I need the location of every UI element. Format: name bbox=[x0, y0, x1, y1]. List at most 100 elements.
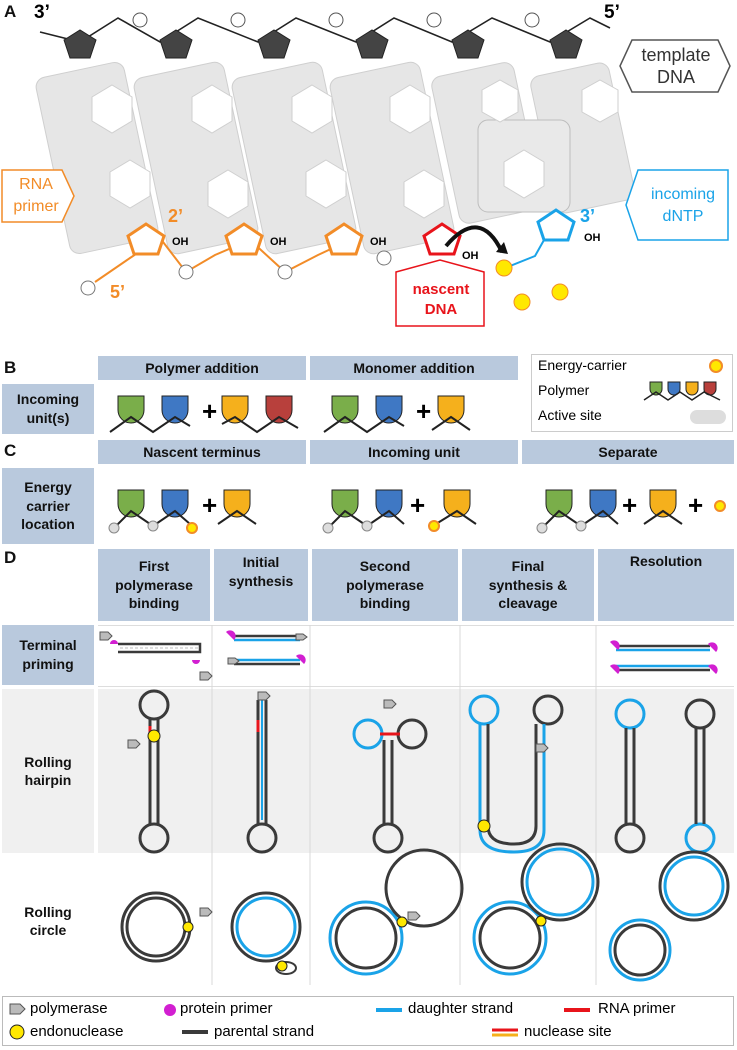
col3-l1: Second bbox=[359, 557, 411, 574]
oh-label-1: OH bbox=[172, 236, 189, 248]
col-second-polymerase-binding: Second polymerase binding bbox=[312, 549, 458, 621]
col-final-synthesis-cleavage: Final synthesis & cleavage bbox=[462, 549, 594, 621]
nascent-sugar bbox=[422, 222, 462, 256]
col3-l2: polymerase bbox=[346, 576, 424, 593]
panel-b-units: + + bbox=[109, 395, 471, 434]
row-incoming-units: Incoming unit(s) bbox=[2, 384, 94, 434]
bottom-legend-icons bbox=[9, 1003, 590, 1040]
col1-l3: binding bbox=[128, 595, 180, 612]
circle-2 bbox=[230, 891, 302, 975]
row-energy-carrier-location: Energy carrier location bbox=[2, 468, 94, 544]
col-incoming-unit: Incoming unit bbox=[310, 440, 518, 464]
legend-parental-strand: parental strand bbox=[214, 1023, 315, 1040]
svg-text:+: + bbox=[202, 490, 217, 520]
circle-3 bbox=[328, 848, 464, 976]
terminal-row-frame bbox=[98, 625, 734, 687]
hairpin-1 bbox=[127, 689, 170, 854]
template-backbone bbox=[39, 17, 611, 43]
nascent-label-box bbox=[395, 259, 485, 327]
attack-arrow bbox=[444, 225, 504, 253]
separate-units: + + bbox=[536, 489, 726, 534]
oh-label-3: OH bbox=[370, 236, 387, 248]
polymer-icon bbox=[643, 381, 721, 401]
endonuclease-icon bbox=[9, 1024, 25, 1040]
circle-1 bbox=[120, 891, 213, 963]
incoming-label-l1: Incoming bbox=[16, 391, 80, 408]
monomer-addition-units: + bbox=[323, 395, 471, 434]
panel-a-diagram bbox=[1, 12, 731, 327]
polymerase-icon bbox=[9, 1003, 26, 1015]
base-ring-glyphs bbox=[91, 79, 619, 219]
col-monomer-addition: Monomer addition bbox=[310, 356, 518, 380]
terminal-priming-1 bbox=[99, 631, 213, 681]
legend-icons bbox=[643, 359, 726, 424]
incoming-3prime: 3’ bbox=[580, 206, 596, 226]
col-separate: Separate bbox=[522, 440, 734, 464]
svg-text:+: + bbox=[410, 490, 425, 520]
hairpin-5 bbox=[614, 698, 716, 854]
circle-4 bbox=[472, 842, 600, 976]
row2-l2: hairpin bbox=[24, 772, 72, 788]
hairpin-2 bbox=[246, 691, 278, 854]
triphosphate bbox=[495, 259, 569, 311]
nascent-terminus-units: + bbox=[108, 489, 257, 534]
svg-text:+: + bbox=[688, 490, 703, 520]
template-sugars bbox=[63, 29, 583, 59]
row1-l2: priming bbox=[22, 656, 74, 672]
nascent-label-line1: nascent bbox=[412, 281, 470, 298]
row2-l1: Rolling bbox=[24, 753, 72, 770]
col2-l2: synthesis bbox=[228, 572, 294, 589]
template-label-line1: template bbox=[641, 45, 711, 65]
template-3prime: 3’ bbox=[34, 2, 50, 23]
legend-active-site: Active site bbox=[538, 407, 602, 423]
legend-energy-carrier: Energy-carrier bbox=[538, 357, 627, 373]
active-site-icon bbox=[690, 410, 726, 424]
legend-polymer: Polymer bbox=[538, 382, 590, 398]
legend-nuclease-site: nuclease site bbox=[524, 1023, 612, 1040]
energy-label-l1: Energy bbox=[24, 478, 72, 495]
polymer-addition-units: + bbox=[109, 395, 299, 434]
rna-2prime: 2’ bbox=[168, 206, 184, 226]
col4-l2: synthesis & bbox=[488, 576, 568, 593]
terminal-priming-2 bbox=[226, 630, 308, 666]
panel-d-letter: D bbox=[4, 548, 17, 567]
col4-l3: cleavage bbox=[498, 595, 558, 612]
col1-l2: polymerase bbox=[115, 576, 193, 593]
template-phosphates bbox=[132, 12, 540, 28]
col4-l1: Final bbox=[511, 557, 545, 574]
panel-b-letter: B bbox=[4, 358, 17, 377]
col-initial-synthesis: Initial synthesis bbox=[214, 549, 308, 621]
hairpin-3 bbox=[352, 699, 428, 854]
col-nascent-terminus: Nascent terminus bbox=[98, 440, 306, 464]
rna-sugars bbox=[126, 222, 364, 256]
nascent-dna-label: nascent DNA bbox=[398, 280, 484, 320]
panel-d-diagrams bbox=[99, 625, 730, 985]
template-5prime: 5’ bbox=[604, 2, 620, 23]
col1-l1: First bbox=[138, 557, 170, 574]
svg-text:+: + bbox=[622, 490, 637, 520]
incoming-dntp bbox=[504, 208, 576, 269]
incoming-label-line2: dNTP bbox=[662, 208, 704, 225]
template-label-line2: DNA bbox=[656, 67, 695, 87]
rna-5prime: 5’ bbox=[110, 282, 126, 302]
oh-label-2: OH bbox=[270, 236, 287, 248]
col-first-polymerase-binding: First polymerase binding bbox=[98, 549, 210, 621]
panel-c-letter: C bbox=[4, 441, 17, 460]
incoming-label-l2: unit(s) bbox=[26, 410, 70, 426]
svg-text:+: + bbox=[202, 396, 217, 426]
energy-label-l2: carrier bbox=[26, 497, 70, 514]
oh-label-4: OH bbox=[462, 250, 479, 262]
row3-l1: Rolling bbox=[24, 903, 72, 920]
svg-text:+: + bbox=[416, 396, 431, 426]
legend-polymerase: polymerase bbox=[30, 1000, 108, 1017]
incoming-label-line1: incoming bbox=[650, 186, 716, 203]
bottom-legend bbox=[2, 996, 734, 1046]
energy-label-l3: location bbox=[21, 516, 75, 533]
backbone-phosphates bbox=[80, 250, 392, 296]
nascent-label-line2: DNA bbox=[424, 301, 458, 318]
panel-b-legend bbox=[531, 354, 733, 432]
row-rolling-hairpin: Rolling hairpin bbox=[2, 689, 94, 853]
energy-carrier-icon bbox=[709, 359, 723, 373]
legend-rna-primer: RNA primer bbox=[598, 1000, 676, 1017]
attack-arrowhead bbox=[496, 242, 508, 254]
